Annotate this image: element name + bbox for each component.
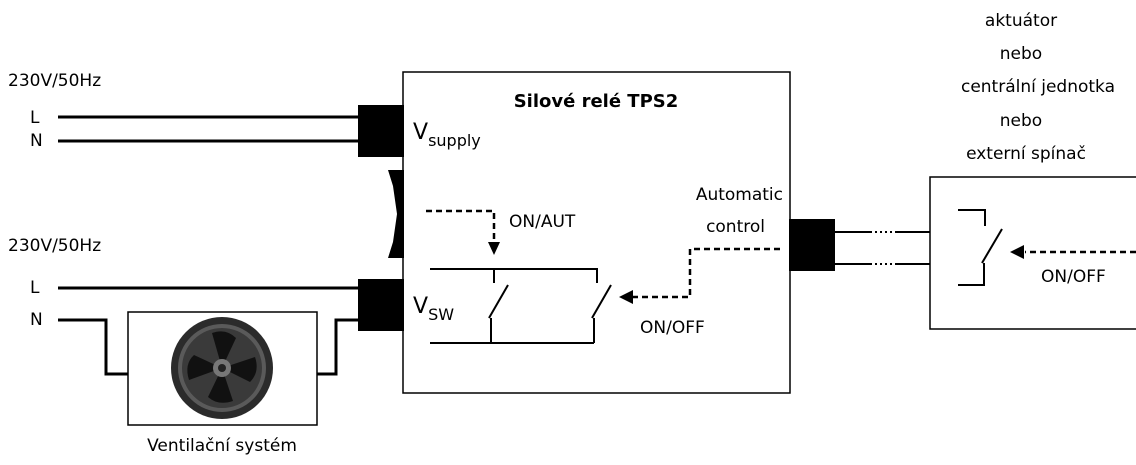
bottom-supply-l-label: L	[30, 278, 40, 298]
switch1-contact	[488, 284, 509, 319]
top-supply-n-label: N	[30, 131, 43, 151]
actuator-label-line4: nebo	[1000, 111, 1042, 131]
relay-on-off-label: ON/OFF	[640, 318, 705, 338]
actuator-label-line2: nebo	[1000, 44, 1042, 64]
actuator-label-line3: centrální jednotka	[961, 77, 1115, 97]
fan-return-wire	[317, 318, 360, 376]
switched-terminal	[358, 279, 404, 331]
on-aut-label: ON/AUT	[509, 212, 576, 232]
actuator-arrowhead	[1010, 245, 1024, 259]
automatic-label-line2: control	[706, 217, 765, 237]
relay-title: Silové relé TPS2	[514, 91, 679, 112]
switch2-contact	[591, 284, 612, 319]
top-supply-voltage-label: 230V/50Hz	[8, 71, 101, 91]
automatic-label-line1: Automatic	[696, 185, 783, 205]
actuator-on-off-label: ON/OFF	[1041, 267, 1106, 287]
top-supply-l-label: L	[30, 108, 40, 128]
fan-label: Ventilační systém	[147, 436, 297, 456]
actuator-switch-bottom-lead	[958, 263, 985, 286]
automatic-control-line	[632, 247, 780, 299]
on-aut-control-line	[426, 209, 496, 243]
vsw-label: VSW	[413, 294, 454, 324]
control-terminal	[789, 219, 835, 271]
bottom-supply-voltage-label: 230V/50Hz	[8, 236, 101, 256]
supply-terminal	[358, 105, 404, 157]
switch-bus-top	[430, 268, 598, 283]
actuator-switch-contact	[981, 228, 1003, 264]
vsupply-label: Vsupply	[413, 120, 481, 150]
terminal-bridge	[388, 170, 404, 258]
actuator-switch-top-lead	[958, 209, 986, 226]
automatic-arrowhead	[619, 290, 633, 304]
actuator-label-line1: aktuátor	[985, 11, 1057, 31]
bottom-n-wire	[58, 318, 128, 376]
fan-icon	[171, 317, 273, 419]
actuator-label-line5: externí spínač	[966, 144, 1086, 164]
on-aut-arrowhead	[488, 242, 500, 255]
bottom-supply-n-label: N	[30, 310, 43, 330]
